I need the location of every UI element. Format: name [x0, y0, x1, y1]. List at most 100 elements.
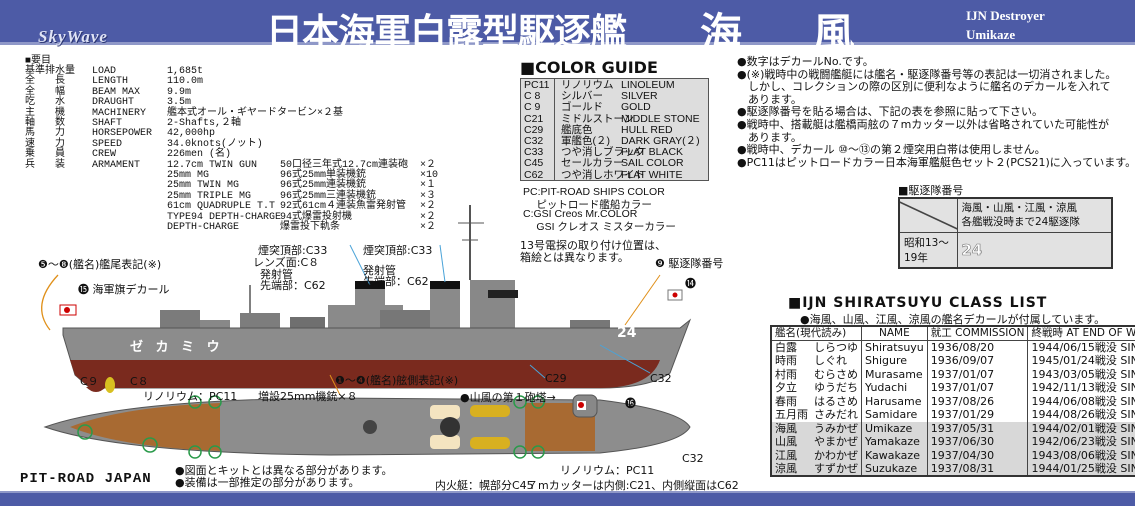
- table-cell: Umikaze: [861, 421, 928, 435]
- table-cell: 1943/08/06戦没 SINK: [1027, 448, 1135, 462]
- color-code: C32: [524, 135, 544, 147]
- armament-jp: 爆雷投下軌条: [280, 222, 340, 233]
- table-cell: 1945/01/24戦没 SINK: [1027, 354, 1135, 368]
- color-name-jp: 軍艦色(２): [561, 135, 610, 147]
- callout-c32: C32: [650, 372, 672, 385]
- callout-radar2: 箱絵とは異なります。: [520, 251, 629, 264]
- callout-c29: C29: [545, 372, 567, 385]
- color-code: C29: [524, 123, 544, 136]
- color-code: C62: [524, 168, 544, 181]
- table-cell: 1944/06/08戦没 SINK: [1027, 394, 1135, 408]
- division-period: 昭和13～19年: [898, 231, 958, 268]
- armament-jp: 94式爆雷投射機: [280, 211, 353, 223]
- color-legend-line: GSI クレオス ミスターカラー: [523, 221, 676, 233]
- table-cell: むらさめ: [814, 367, 858, 381]
- color-legend-line: PC:PIT-ROAD SHIPS COLOR: [523, 186, 665, 198]
- spec-value: 2-Shafts,２軸: [167, 118, 242, 129]
- color-code: C45: [524, 157, 544, 170]
- callout-funnel-top1: 煙突頂部:C33: [258, 244, 328, 257]
- spec-value: 42,000hp: [167, 128, 216, 140]
- callout-tt1b: 先端部：C62: [260, 279, 326, 292]
- table-cell: 1937/08/26: [926, 394, 1028, 408]
- table-cell: 江風: [770, 448, 811, 462]
- callout-c8: C８: [130, 375, 149, 388]
- callout-c9: C９: [80, 375, 99, 388]
- hull-name-marking: ゼ カ ミ ウ: [130, 340, 224, 355]
- table-cell: 1937/06/30: [926, 435, 1028, 449]
- diagonal-cell: [898, 197, 958, 233]
- callout-ensign: ⓯ 海軍旗デカール: [78, 283, 170, 296]
- table-cell: 白露: [770, 340, 811, 354]
- armament-jp: 96式25mm単装機銃: [280, 170, 367, 181]
- armament-en: TYPE94 DEPTH-CHARGE: [167, 211, 282, 223]
- table-cell: かわかぜ: [811, 448, 862, 462]
- note-line: あります。: [737, 92, 802, 106]
- armament-qty: ×２: [420, 201, 437, 213]
- armament-qty: ×10: [420, 170, 439, 181]
- callout-mg-added: 増設25mm機銃×８: [258, 390, 358, 403]
- table-cell: 夕立: [770, 381, 811, 395]
- footer-bar: [0, 491, 1135, 506]
- spec-value: 3.5m: [167, 97, 192, 109]
- color-name-jp: シルバー: [561, 90, 603, 103]
- column-header: NAME: [861, 326, 928, 341]
- table-cell: 1937/04/30: [926, 448, 1028, 462]
- table-cell: 1937/01/29: [926, 408, 1028, 422]
- note-line: しかし、コレクションの際の区別に便利なように艦名のデカールを入れて: [737, 80, 1111, 94]
- page-title: 日本海軍白露型駆逐艦: [266, 10, 627, 54]
- spec-label-jp: 軸 数: [25, 118, 65, 129]
- table-cell: 1937/01/07: [926, 381, 1028, 395]
- spec-value: 1,685t: [167, 66, 204, 77]
- table-cell: うみかぜ: [811, 421, 862, 435]
- table-cell: 1944/06/15戦没 SINK: [1027, 340, 1135, 354]
- table-cell: 春雨: [770, 394, 811, 408]
- color-code: C 8: [524, 90, 541, 103]
- color-code: C 9: [524, 101, 541, 114]
- table-cell: 1942/11/13戦没 SINK: [1027, 381, 1135, 395]
- color-code: C33: [524, 146, 544, 159]
- color-legend-line: C:GSI Creos Mr.COLOR: [523, 208, 638, 220]
- hull-number-marking: 24: [617, 325, 637, 341]
- table-cell: すずかぜ: [811, 462, 862, 476]
- note-line: ●(※)戦時中の戦闘艦艇には艦名・駆逐隊番号等の表記は一切消されました。: [737, 67, 1117, 81]
- callout-note2: ●装備は一部推定の部分があります。: [175, 476, 360, 489]
- callout-funnel-top2: 煙突頂部:C33: [363, 244, 433, 257]
- spec-label-jp: 乗 員: [25, 149, 65, 161]
- english-title-line1: IJN Destroyer: [966, 8, 1045, 23]
- armament-jp: 50口径三年式12.7cm連装砲: [280, 159, 409, 171]
- division-header: 海風・山風・江風・涼風 各艦戦没時まで24駆逐隊: [956, 197, 1113, 233]
- table-cell: はるさめ: [814, 394, 858, 408]
- spec-label-jp: 主 機: [25, 107, 65, 119]
- table-cell: Harusame: [861, 394, 928, 408]
- color-name-jp: ゴールド: [561, 101, 603, 114]
- table-cell: ゆうだち: [814, 381, 858, 395]
- table-cell: 涼風: [770, 462, 811, 476]
- color-name-jp: セールカラー: [561, 157, 624, 170]
- color-name-jp: 艦底色: [561, 123, 593, 136]
- table-cell: 山風: [770, 435, 811, 449]
- table-cell: 1936/08/20: [926, 340, 1028, 354]
- spec-label-jp: 全 長: [25, 76, 65, 88]
- color-code: C21: [524, 112, 544, 125]
- armament-qty: ×２: [420, 222, 437, 233]
- armament-en: DEPTH-CHARGE: [167, 222, 240, 233]
- spec-label-jp: 速 力: [25, 138, 65, 150]
- color-name-en: MIDDLE STONE: [621, 112, 700, 125]
- armament-en: 25mm TWIN MG: [167, 180, 240, 192]
- table-cell: しらつゆ: [814, 341, 858, 354]
- color-name-jp: つや消しブラック: [561, 146, 645, 159]
- table-cell: Shiratsuyu: [861, 340, 928, 354]
- callout-tt2b: 先端部：C62: [363, 275, 429, 288]
- callout-side-mark: ❶～❹(艦名)舷側表記(※): [335, 374, 459, 387]
- ship-drawing: [41, 205, 692, 459]
